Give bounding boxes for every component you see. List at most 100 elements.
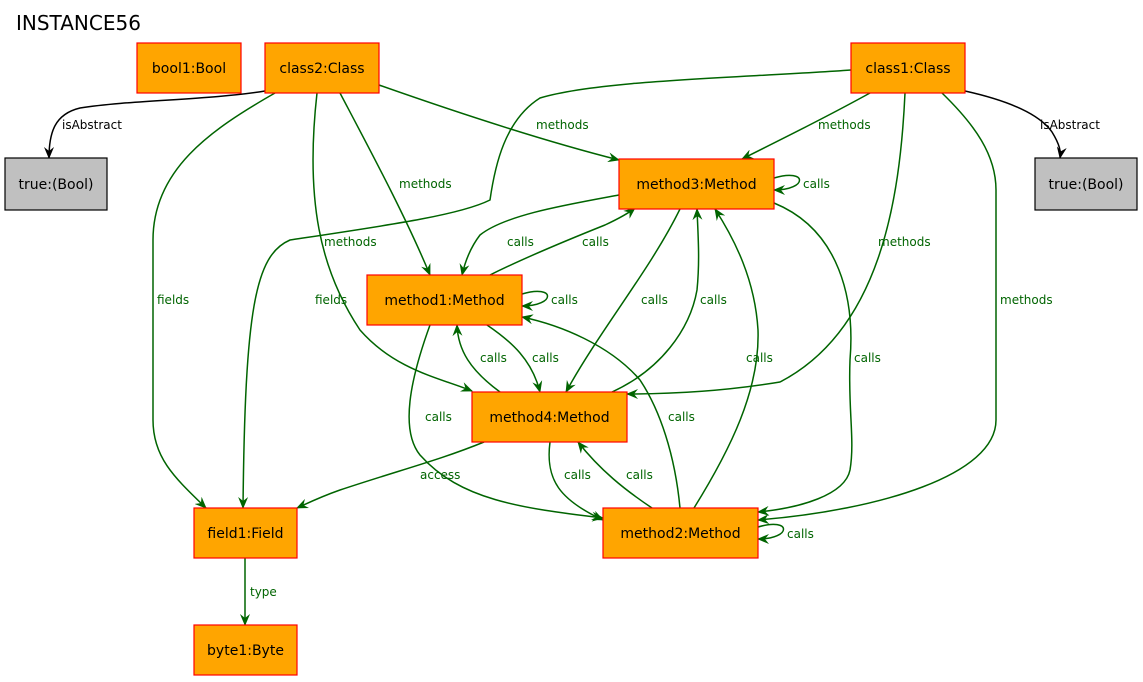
- edge-line: [44, 90, 266, 159]
- edge-method4-method2: calls: [548, 441, 604, 521]
- node-label: byte1:Byte: [207, 643, 284, 659]
- edge-line: [452, 324, 501, 393]
- edge-class2-method4: methods: [312, 92, 473, 392]
- edge-line: [773, 174, 801, 195]
- edge-line: [964, 90, 1067, 159]
- edge-method2-method3: calls: [693, 208, 773, 509]
- node-label: true:(Bool): [1049, 177, 1124, 193]
- node-box[interactable]: [193, 507, 298, 559]
- edge-label: calls: [668, 410, 695, 424]
- edge-line: [521, 290, 549, 311]
- edge-label: calls: [532, 351, 559, 365]
- node-true-left[interactable]: true:(Bool): [4, 157, 108, 211]
- edge-line: [548, 441, 604, 521]
- node-box[interactable]: [850, 42, 966, 94]
- edge-class2-true: isAbstract: [44, 90, 266, 159]
- edge-line: [757, 523, 785, 544]
- nodes-layer: bool1:Bool class2:Class class1:Class true:(…: [4, 42, 1138, 676]
- node-field1[interactable]: field1:Field: [193, 507, 298, 559]
- edge-line: [459, 194, 620, 276]
- node-label: class1:Class: [865, 61, 950, 77]
- edge-label: methods: [399, 177, 452, 191]
- node-label: true:(Bool): [19, 177, 94, 193]
- edge-class1-method4: methods: [626, 92, 931, 399]
- edge-line: [757, 92, 997, 525]
- edge-line: [408, 324, 604, 522]
- edge-line: [486, 324, 543, 393]
- edge-label: methods: [324, 235, 377, 249]
- edge-line: [152, 92, 276, 509]
- edge-label: methods: [878, 235, 931, 249]
- node-box[interactable]: [471, 391, 628, 443]
- edge-line: [521, 314, 681, 509]
- node-method4[interactable]: method4:Method: [471, 391, 628, 443]
- edge-line: [312, 92, 473, 392]
- edge-class1-true: isAbstract: [964, 90, 1100, 159]
- edge-method2-method4: calls: [577, 441, 653, 509]
- node-method2[interactable]: method2:Method: [602, 507, 759, 559]
- edge-line: [565, 208, 681, 393]
- edge-line: [757, 202, 853, 516]
- edge-line: [611, 208, 703, 393]
- node-box[interactable]: [618, 158, 775, 210]
- edge-line: [296, 441, 485, 509]
- node-box[interactable]: [193, 624, 298, 676]
- node-method3[interactable]: method3:Method: [618, 158, 775, 210]
- edge-method3-method2: calls: [757, 202, 881, 516]
- edge-line: [577, 441, 653, 509]
- edge-line: [626, 92, 906, 399]
- node-box[interactable]: [4, 157, 108, 211]
- edge-class1-method3: methods: [741, 92, 871, 160]
- edge-label: calls: [641, 293, 668, 307]
- edge-line: [741, 92, 871, 160]
- edge-label: type: [250, 585, 277, 599]
- edge-method2-method1: calls: [521, 314, 695, 509]
- edge-method4-method1: calls: [452, 324, 507, 393]
- node-true-right[interactable]: true:(Bool): [1034, 157, 1138, 211]
- node-label: field1:Field: [207, 526, 283, 542]
- edge-label: calls: [507, 235, 534, 249]
- node-box[interactable]: [136, 42, 242, 94]
- node-box[interactable]: [1034, 157, 1138, 211]
- node-box[interactable]: [602, 507, 759, 559]
- node-label: method4:Method: [489, 410, 609, 426]
- edge-label: calls: [746, 351, 773, 365]
- node-box[interactable]: [264, 42, 380, 94]
- edge-label: calls: [700, 293, 727, 307]
- edge-label: isAbstract: [62, 118, 122, 132]
- edge-class1-method2: methods: [757, 92, 1053, 525]
- edge-method2-self: calls: [757, 523, 814, 544]
- node-bool1[interactable]: bool1:Bool: [136, 42, 242, 94]
- edge-method1-method3: calls: [489, 207, 636, 276]
- node-class1[interactable]: class1:Class: [850, 42, 966, 94]
- edge-label: calls: [626, 468, 653, 482]
- edge-line: [238, 69, 852, 509]
- edge-label: methods: [536, 118, 589, 132]
- node-label: bool1:Bool: [152, 61, 226, 77]
- edge-line: [489, 207, 636, 276]
- node-label: method1:Method: [384, 293, 504, 309]
- edge-label: fields: [315, 293, 347, 307]
- edge-method1-self: calls: [521, 290, 578, 311]
- edge-label: calls: [854, 351, 881, 365]
- node-method1[interactable]: method1:Method: [366, 274, 523, 326]
- edge-label: calls: [787, 527, 814, 541]
- edge-line: [693, 208, 759, 509]
- edge-field1-byte1: type: [240, 558, 277, 626]
- edge-label: calls: [551, 293, 578, 307]
- node-label: method2:Method: [620, 526, 740, 542]
- node-box[interactable]: [366, 274, 523, 326]
- edge-method4-method3: calls: [611, 208, 727, 393]
- edge-label: methods: [818, 118, 871, 132]
- node-byte1[interactable]: byte1:Byte: [193, 624, 298, 676]
- edge-label: isAbstract: [1040, 118, 1100, 132]
- edges-layer: isAbstract isAbstract methods methods method…: [44, 69, 1100, 626]
- node-class2[interactable]: class2:Class: [264, 42, 380, 94]
- edge-label: calls: [803, 177, 830, 191]
- edge-label: calls: [564, 468, 591, 482]
- edge-method3-method1: calls: [459, 194, 620, 276]
- node-label: method3:Method: [636, 177, 756, 193]
- edge-label: calls: [425, 410, 452, 424]
- edge-method4-field1: access: [296, 441, 485, 509]
